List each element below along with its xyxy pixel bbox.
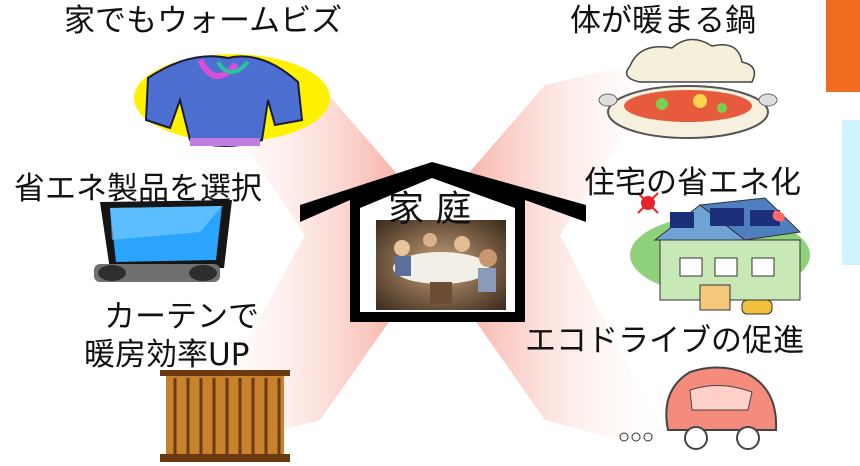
tv-icon	[94, 200, 232, 282]
eco-drive-label: エコドライブの促進	[525, 323, 804, 359]
hot-pot-label: 体が暖まる鍋	[570, 3, 756, 39]
edge-cyan-shape	[842, 120, 860, 265]
warm-biz-label: 家でもウォームビズ	[64, 3, 343, 39]
house-solar-icon	[630, 192, 810, 315]
sweater-icon	[134, 54, 330, 147]
car-icon	[619, 366, 778, 450]
center-title: 家 庭	[388, 189, 472, 230]
eco-appliance-label: 省エネ製品を選択	[14, 171, 262, 207]
curtain-icon	[160, 370, 290, 462]
edge-orange-shape	[826, 0, 860, 92]
curtain-label-line1: カーテンで	[104, 299, 259, 335]
left-arrow	[185, 55, 450, 455]
family-dinner-photo	[376, 220, 506, 310]
curtain-label-line2: 暖房効率UP	[84, 337, 250, 373]
hot-pot-icon	[598, 38, 778, 139]
eco-house-label: 住宅の省エネ化	[584, 165, 801, 201]
right-arrow	[415, 55, 675, 455]
